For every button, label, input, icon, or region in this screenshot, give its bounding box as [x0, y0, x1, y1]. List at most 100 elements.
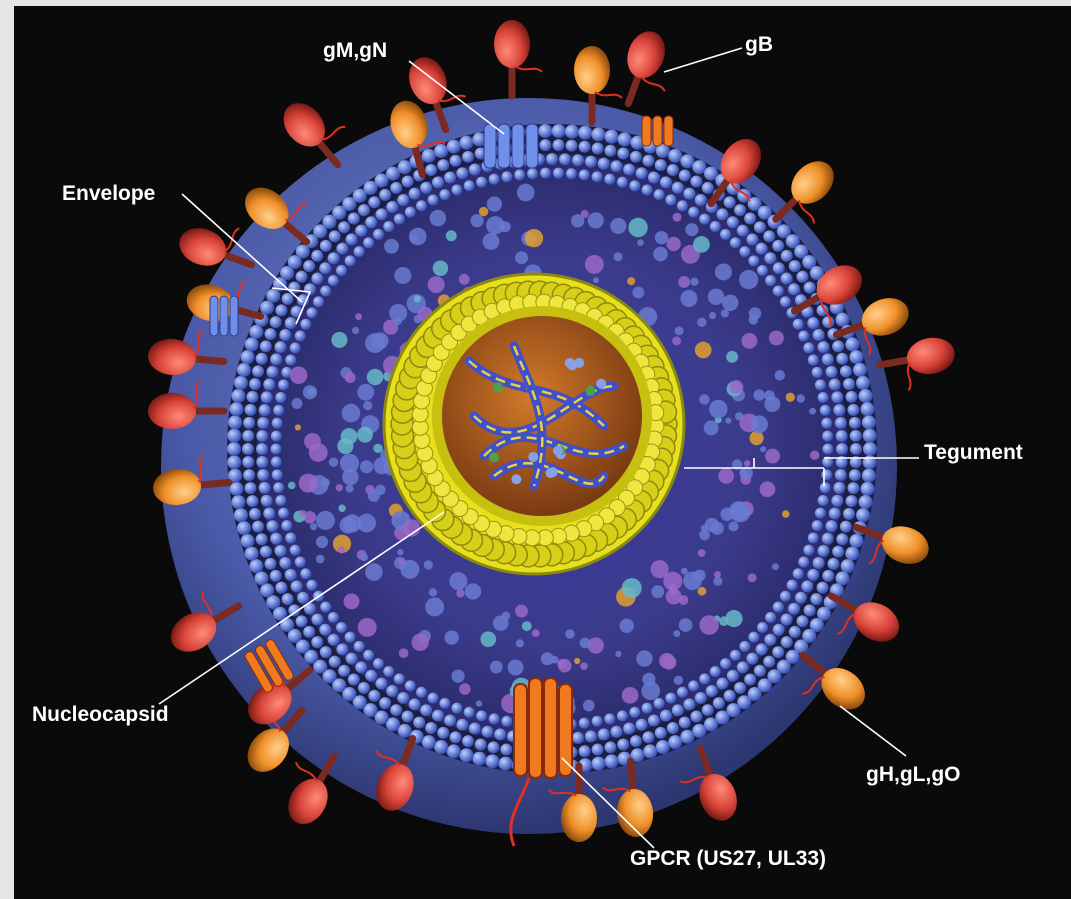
membrane-bead	[266, 366, 278, 378]
membrane-bead	[328, 275, 339, 286]
membrane-bead	[469, 163, 481, 175]
tegument-particle	[720, 508, 733, 521]
membrane-bead	[734, 204, 746, 216]
membrane-bead	[311, 250, 323, 262]
membrane-bead	[862, 469, 876, 483]
membrane-bead	[850, 443, 862, 455]
label-tegument: Tegument	[924, 442, 1023, 463]
membrane-bead	[553, 168, 564, 179]
membrane-bead	[679, 170, 691, 182]
membrane-bead	[860, 402, 874, 416]
tegument-particle	[695, 342, 712, 359]
membrane-bead	[808, 355, 819, 366]
tegument-particle	[699, 394, 709, 404]
membrane-bead	[737, 661, 749, 673]
membrane-bead	[617, 177, 628, 188]
membrane-bead	[665, 693, 676, 704]
tegument-particle	[365, 333, 385, 353]
membrane-bead	[605, 754, 619, 768]
membrane-bead	[793, 319, 804, 330]
membrane-bead	[636, 719, 648, 731]
membrane-bead	[464, 180, 475, 191]
membrane-bead	[642, 184, 653, 195]
dna-protein	[493, 382, 503, 392]
tegument-particle	[515, 605, 528, 618]
membrane-bead	[227, 429, 241, 443]
membrane-bead	[319, 262, 331, 274]
membrane-bead	[405, 207, 416, 218]
membrane-bead	[764, 252, 776, 264]
membrane-bead	[604, 713, 615, 724]
tegument-particle	[340, 517, 357, 534]
membrane-bead	[859, 495, 873, 509]
membrane-bead	[397, 194, 409, 206]
tegument-particle	[424, 560, 433, 569]
tegument-particle	[465, 583, 481, 599]
membrane-bead	[823, 444, 834, 455]
tegument-particle	[358, 618, 377, 637]
membrane-bead	[271, 431, 282, 442]
membrane-bead	[829, 378, 841, 390]
tegument-particle	[622, 687, 639, 704]
membrane-bead	[605, 145, 617, 157]
membrane-bead	[679, 716, 691, 728]
tegument-particle	[749, 315, 758, 324]
tegument-particle	[295, 424, 301, 430]
tegument-particle	[583, 700, 595, 712]
tegument-particle	[352, 327, 359, 334]
membrane-bead	[553, 139, 565, 151]
membrane-bead	[835, 469, 847, 481]
membrane-bead	[630, 151, 642, 163]
tegument-particle	[699, 615, 719, 635]
tegument-particle	[516, 639, 524, 647]
tegument-particle	[344, 593, 360, 609]
membrane-bead	[311, 273, 323, 285]
membrane-bead	[252, 521, 264, 533]
membrane-bead	[243, 469, 255, 481]
membrane-bead	[231, 389, 245, 403]
membrane-bead	[748, 632, 759, 643]
membrane-bead	[724, 690, 736, 702]
membrane-bead	[346, 653, 358, 665]
membrane-bead	[447, 140, 461, 154]
membrane-bead	[821, 469, 832, 480]
membrane-bead	[306, 307, 317, 318]
tegument-particle	[411, 634, 428, 651]
membrane-bead	[260, 583, 274, 597]
membrane-bead	[566, 168, 577, 179]
tegument-particle	[749, 431, 763, 445]
membrane-bead	[836, 430, 848, 442]
membrane-bead	[434, 740, 448, 754]
tegument-particle	[398, 559, 404, 565]
label-nucleocapsid: Nucleocapsid	[32, 704, 169, 725]
membrane-bead	[265, 558, 277, 570]
membrane-bead	[643, 744, 657, 758]
membrane-bead	[757, 622, 768, 633]
membrane-bead	[773, 602, 784, 613]
membrane-bead	[757, 265, 768, 276]
membrane-bead	[459, 748, 473, 762]
membrane-bead	[383, 221, 394, 232]
membrane-bead	[788, 283, 800, 295]
label-gmgn: gM,gN	[323, 40, 387, 61]
membrane-bead	[358, 204, 370, 216]
tegument-particle	[414, 295, 421, 302]
membrane-bead	[390, 704, 402, 716]
membrane-bead	[795, 592, 807, 604]
tegument-particle	[316, 536, 328, 548]
membrane-bead	[402, 711, 414, 723]
tegument-particle	[673, 213, 682, 222]
membrane-bead	[654, 698, 665, 709]
tegument-particle	[459, 274, 470, 285]
tegument-particle	[410, 235, 418, 243]
tegument-particle	[336, 484, 343, 491]
membrane-bead	[655, 159, 667, 171]
membrane-bead	[845, 337, 859, 351]
tegument-particle	[769, 330, 784, 345]
tegument-particle	[368, 490, 380, 502]
membrane-bead	[821, 418, 832, 429]
tegument-particle	[341, 428, 358, 445]
membrane-bead	[807, 569, 819, 581]
tegument-particle	[651, 585, 664, 598]
membrane-bead	[459, 136, 473, 150]
